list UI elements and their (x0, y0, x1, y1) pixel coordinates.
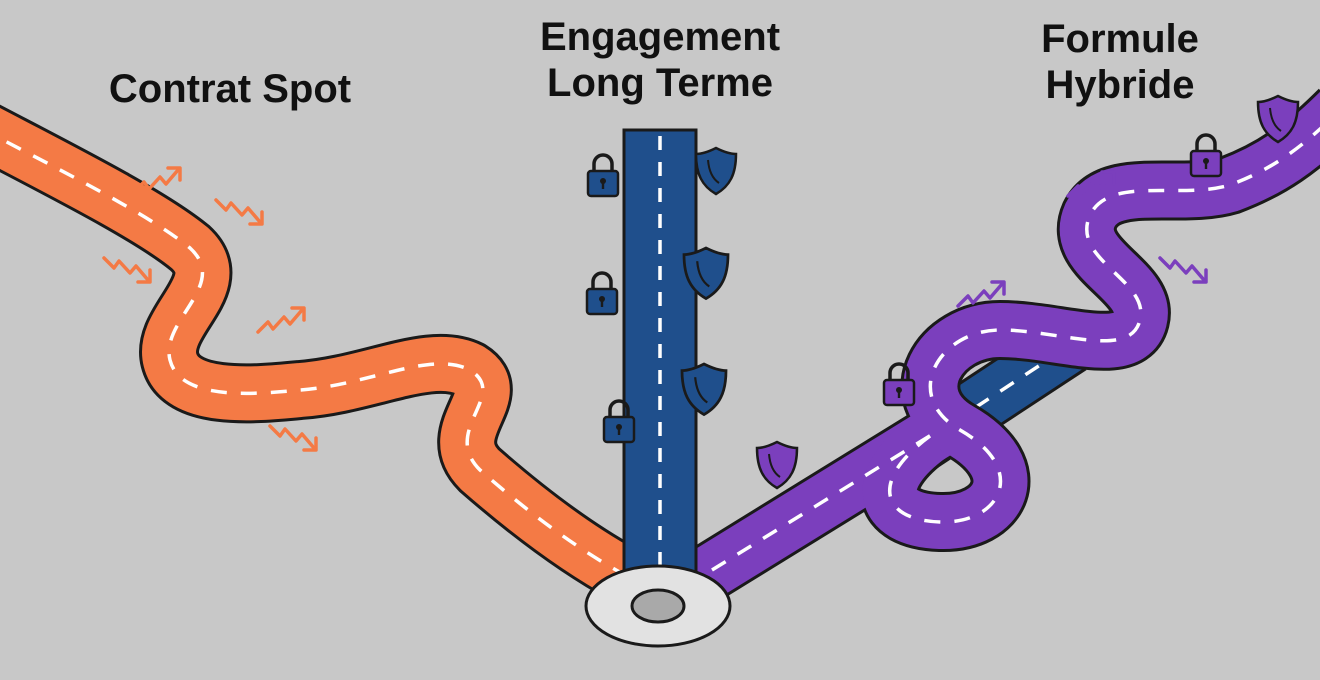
hybrid-label-line1: Formule (1041, 17, 1199, 61)
lock-icon (1189, 133, 1223, 178)
long-term-label: Engagement Long Terme (515, 14, 805, 106)
hybrid-road (684, 88, 1320, 604)
spot-road (0, 104, 640, 602)
hybrid-label-line2: Hybride (1045, 63, 1195, 107)
arrow-down-icon (268, 424, 318, 452)
long-term-road (622, 128, 698, 582)
lock-icon (586, 153, 620, 198)
lock-icon (585, 271, 619, 316)
spot-label: Contrat Spot (100, 66, 360, 112)
arrow-up-icon (256, 306, 306, 334)
spot-label-text: Contrat Spot (108, 67, 352, 111)
shield-icon (755, 440, 799, 490)
arrow-down-icon (214, 198, 264, 226)
hybrid-icons (755, 94, 1300, 490)
arrow-down-icon (102, 256, 152, 284)
hybrid-label: Formule Hybride (1020, 16, 1220, 108)
roads-hub (584, 564, 732, 648)
long-term-label-line1: Engagement (539, 15, 781, 59)
long-term-label-line2: Long Terme (547, 61, 773, 105)
arrow-down-icon (1158, 256, 1208, 284)
shield-icon (694, 146, 738, 196)
